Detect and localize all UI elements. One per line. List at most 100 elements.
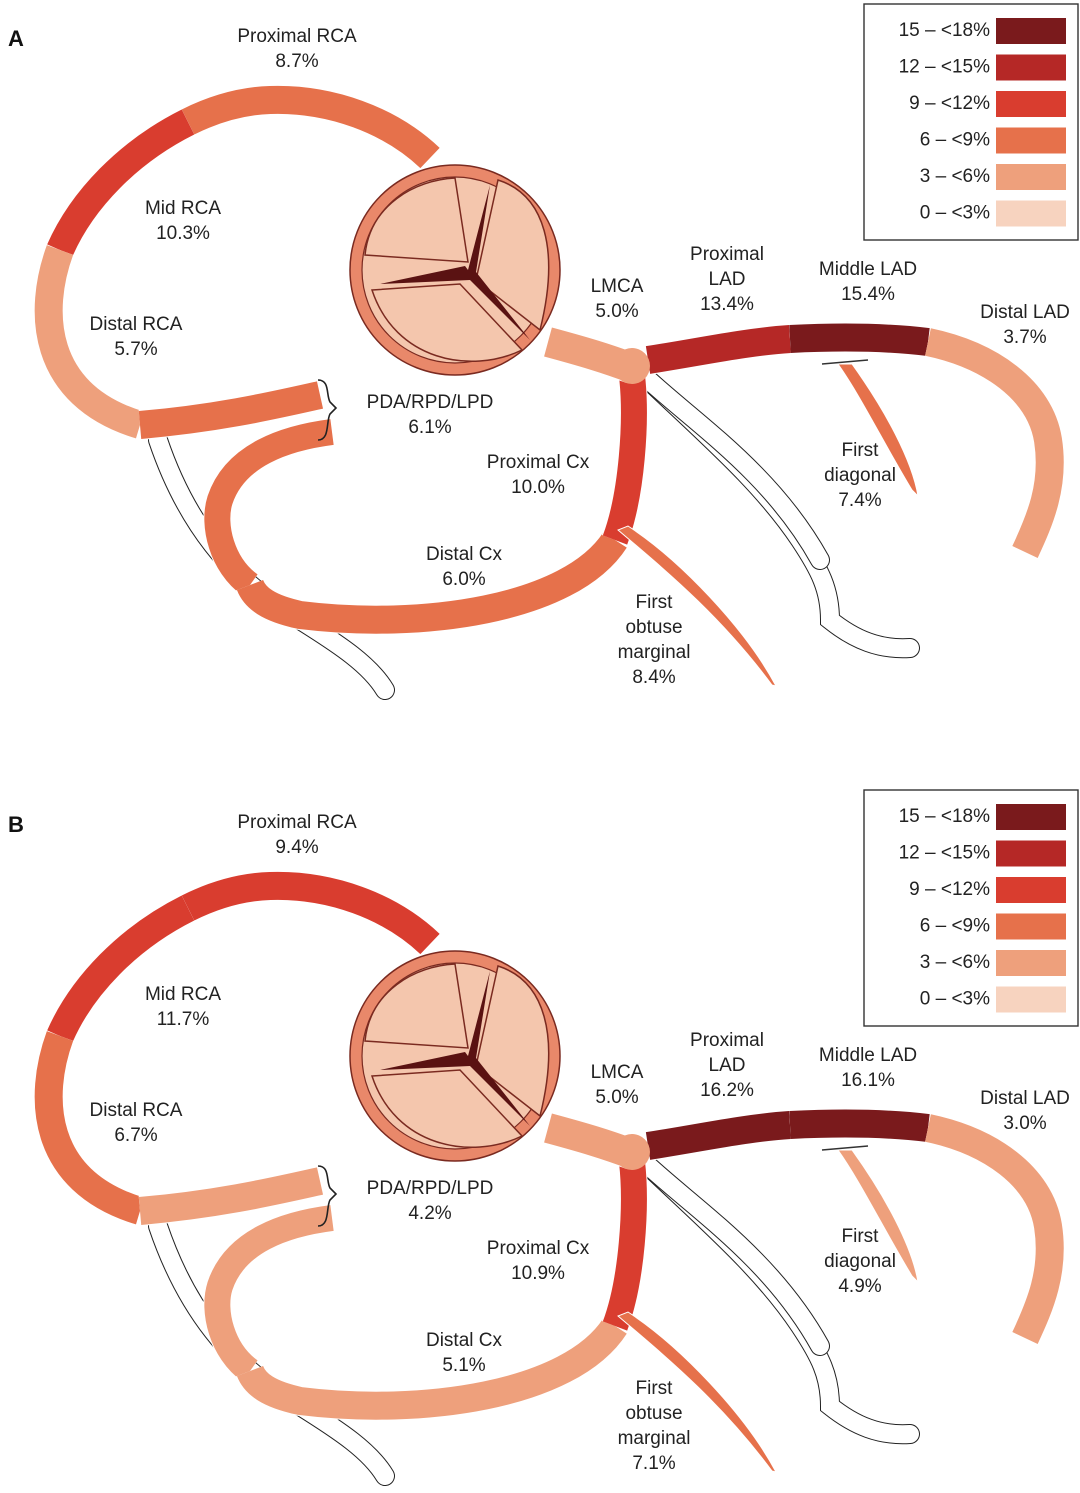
segment-pda (204, 419, 334, 596)
segment-value: 9.4% (275, 837, 318, 858)
panel-letter: B (8, 812, 24, 837)
segment-distal-rca (34, 245, 145, 439)
segment-distal-rca (34, 1031, 145, 1225)
valve-commissure (380, 971, 530, 1126)
segment-value: 15.4% (841, 284, 895, 305)
label-middle-lad: Middle LAD 16.1% (819, 1045, 917, 1091)
segment-value: 10.9% (511, 1263, 565, 1284)
segment-name: Distal Cx (426, 544, 503, 565)
segment-proximal-rca (181, 871, 440, 955)
panel-a: A Proximal RCA 8.7% Mid RCA 10.3% Distal RCA 5… (8, 3, 1079, 700)
segment-pda (138, 381, 324, 439)
segment-value: 3.7% (1003, 327, 1046, 348)
segment-name: Distal LAD (980, 302, 1070, 323)
legend-label: 15 – <18% (899, 806, 990, 827)
legend-swatch (996, 986, 1066, 1013)
segment-value: 8.7% (275, 51, 318, 72)
segment-name: Distal Cx (426, 1330, 503, 1351)
segment-value: 7.4% (838, 490, 881, 511)
legend-label: 0 – <3% (920, 203, 990, 224)
segment-value: 3.0% (1003, 1113, 1046, 1134)
segment-value: 10.0% (511, 477, 565, 498)
segment-value: 5.1% (442, 1355, 485, 1376)
segment-value: 16.1% (841, 1070, 895, 1091)
label-distal-lad: Distal LAD 3.0% (980, 1088, 1070, 1134)
legend-swatch (996, 840, 1066, 867)
segment-name: Proximal RCA (237, 26, 357, 47)
segment-name: First (842, 440, 880, 461)
segment-proximal-rca (181, 85, 440, 169)
legend-swatch (996, 164, 1066, 190)
segment-name: Distal RCA (90, 314, 183, 335)
uncolored-vessel (631, 363, 829, 569)
segment-name: Middle LAD (819, 1045, 917, 1066)
segment-distal-lad (924, 328, 1064, 558)
segment-name: Proximal (690, 1030, 764, 1051)
legend-label: 6 – <9% (920, 916, 990, 937)
segment-proximal-cx (602, 1160, 647, 1331)
segment-name: marginal (618, 1428, 691, 1449)
pda-brace (317, 379, 338, 441)
legend-swatch (996, 18, 1066, 44)
segment-name: LAD (709, 1055, 746, 1076)
segment-name: Mid RCA (145, 198, 221, 219)
segment-value: 5.7% (114, 339, 157, 360)
valve-cusp-left (364, 177, 469, 263)
segment-name: First (636, 592, 674, 613)
uncolored-vessel (149, 1217, 394, 1485)
legend: 15 – <18%12 – <15%9 – <12%6 – <9%3 – <6%… (863, 3, 1079, 241)
segment-name: Proximal Cx (487, 452, 590, 473)
legend-swatch (996, 877, 1066, 903)
legend: 15 – <18%12 – <15%9 – <12%6 – <9%3 – <6%… (863, 789, 1079, 1027)
segment-value: 10.3% (156, 223, 210, 244)
legend-label: 3 – <6% (920, 166, 990, 187)
segment-value: 5.0% (595, 1087, 638, 1108)
legend-label: 9 – <12% (909, 879, 990, 900)
segment-name: Distal LAD (980, 1088, 1070, 1109)
segment-distal-cx (236, 531, 627, 634)
legend-label: 0 – <3% (920, 989, 990, 1010)
label-lmca: LMCA 5.0% (591, 1062, 644, 1108)
segment-name: diagonal (824, 1251, 896, 1272)
segment-first-om (617, 525, 777, 687)
segment-value: 4.2% (408, 1203, 451, 1224)
legend-swatch (996, 54, 1066, 81)
segment-value: 13.4% (700, 294, 754, 315)
legend-swatch (996, 950, 1066, 976)
valve-cusp-noncoronary (370, 1069, 524, 1148)
segment-value: 16.2% (700, 1080, 754, 1101)
segment-name: LMCA (591, 276, 644, 297)
panel-letter: A (8, 26, 24, 51)
legend-label: 9 – <12% (909, 93, 990, 114)
legend-swatch (996, 913, 1066, 940)
segment-value: 8.4% (632, 667, 675, 688)
legend-swatch (996, 127, 1066, 154)
segment-proximal-lad (645, 1111, 791, 1160)
segment-pda (138, 1167, 324, 1225)
segment-value: 11.7% (157, 1009, 210, 1030)
label-distal-cx: Distal Cx 5.1% (426, 1330, 503, 1376)
legend-swatch (996, 91, 1066, 117)
segment-name: LMCA (591, 1062, 644, 1083)
segment-distal-cx (236, 1317, 627, 1420)
lm-bifurcation (614, 348, 650, 384)
segment-name: Proximal Cx (487, 1238, 590, 1259)
segment-name: obtuse (625, 1403, 682, 1424)
segment-value: 6.1% (408, 417, 451, 438)
segment-name: First (842, 1226, 880, 1247)
segment-mid-rca (47, 109, 195, 256)
segment-value: 7.1% (632, 1453, 675, 1474)
segment-name: Proximal (690, 244, 764, 265)
segment-name: diagonal (824, 465, 896, 486)
pda-brace (317, 1165, 338, 1227)
label-mid-rca: Mid RCA 10.3% (145, 198, 221, 244)
